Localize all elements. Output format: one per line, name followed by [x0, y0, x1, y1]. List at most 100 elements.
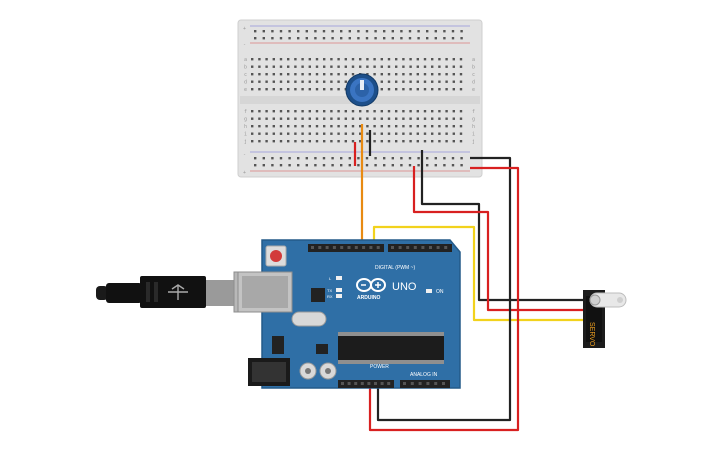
hole — [366, 58, 369, 61]
hole — [344, 65, 347, 68]
hole — [438, 88, 441, 91]
hole — [330, 58, 333, 61]
hole — [305, 157, 308, 160]
hole — [344, 117, 347, 120]
hole — [265, 88, 268, 91]
potentiometer[interactable] — [345, 73, 379, 107]
hole — [402, 117, 405, 120]
hole — [308, 117, 311, 120]
hole — [294, 110, 297, 113]
hole — [445, 125, 448, 128]
hole — [330, 88, 333, 91]
hole — [451, 157, 455, 160]
hole — [445, 65, 448, 68]
hole — [459, 58, 463, 61]
hole — [426, 157, 429, 160]
hole — [271, 37, 274, 40]
hole — [357, 164, 360, 167]
hole — [354, 246, 358, 249]
hole — [443, 164, 446, 167]
hole — [398, 246, 402, 249]
hole — [459, 110, 463, 113]
arduino-uno-board[interactable]: UNO ARDUINO DIGITAL (PWM ~) ANALOG IN PO… — [237, 239, 461, 389]
hole — [348, 164, 351, 167]
hole — [323, 117, 326, 120]
hole — [330, 125, 333, 128]
hole — [301, 125, 304, 128]
hole — [297, 164, 300, 167]
hole — [395, 140, 398, 143]
hole — [262, 37, 265, 40]
hole — [288, 30, 291, 33]
hole — [426, 30, 429, 33]
hole — [431, 117, 434, 120]
hole — [258, 117, 261, 120]
arduino-brand: ARDUINO — [357, 295, 380, 301]
hole — [357, 157, 360, 160]
hole — [460, 157, 463, 160]
hole — [459, 140, 463, 143]
hole — [409, 80, 412, 83]
hole — [417, 157, 420, 160]
hole — [330, 65, 333, 68]
wire-red-bb-servo — [412, 166, 585, 312]
hole — [460, 37, 463, 40]
hole — [451, 30, 455, 33]
hole — [380, 117, 383, 120]
hole — [272, 58, 275, 61]
hole — [416, 110, 419, 113]
hole — [402, 140, 405, 143]
hole — [423, 125, 427, 128]
hole — [294, 65, 297, 68]
hole — [323, 140, 326, 143]
hole — [423, 110, 427, 113]
row-letter: e — [472, 87, 475, 93]
hole — [279, 80, 283, 83]
hole — [423, 117, 427, 120]
hole — [395, 125, 398, 128]
hole — [359, 140, 362, 143]
hole — [431, 80, 434, 83]
hole — [301, 132, 304, 135]
hole — [294, 80, 297, 83]
hole — [287, 88, 290, 91]
hole — [254, 164, 257, 167]
hole — [366, 73, 369, 76]
hole — [365, 157, 369, 160]
hole — [452, 110, 455, 113]
hole — [315, 117, 319, 120]
hole — [314, 164, 317, 167]
hole — [340, 37, 343, 40]
hole — [315, 80, 319, 83]
hole — [331, 30, 334, 33]
hole — [387, 88, 391, 91]
hole — [383, 157, 386, 160]
hole — [426, 164, 429, 167]
hole — [308, 58, 311, 61]
hole — [330, 140, 333, 143]
hole — [315, 73, 319, 76]
hole — [288, 157, 291, 160]
hole — [322, 164, 326, 167]
row-letter: j — [244, 139, 247, 145]
hole — [359, 117, 362, 120]
hole — [251, 88, 254, 91]
hole — [258, 110, 261, 113]
hole — [402, 88, 405, 91]
hole — [314, 37, 317, 40]
hole — [402, 65, 405, 68]
hole — [360, 382, 364, 385]
hole — [272, 110, 275, 113]
hole — [417, 164, 420, 167]
hole — [395, 88, 398, 91]
hole — [383, 164, 386, 167]
hole — [395, 73, 398, 76]
hole — [409, 110, 412, 113]
hole — [402, 80, 405, 83]
servo-motor[interactable]: SERVO — [583, 290, 627, 348]
hole — [308, 110, 311, 113]
hole — [308, 73, 311, 76]
hole — [436, 246, 440, 249]
hole — [431, 110, 434, 113]
